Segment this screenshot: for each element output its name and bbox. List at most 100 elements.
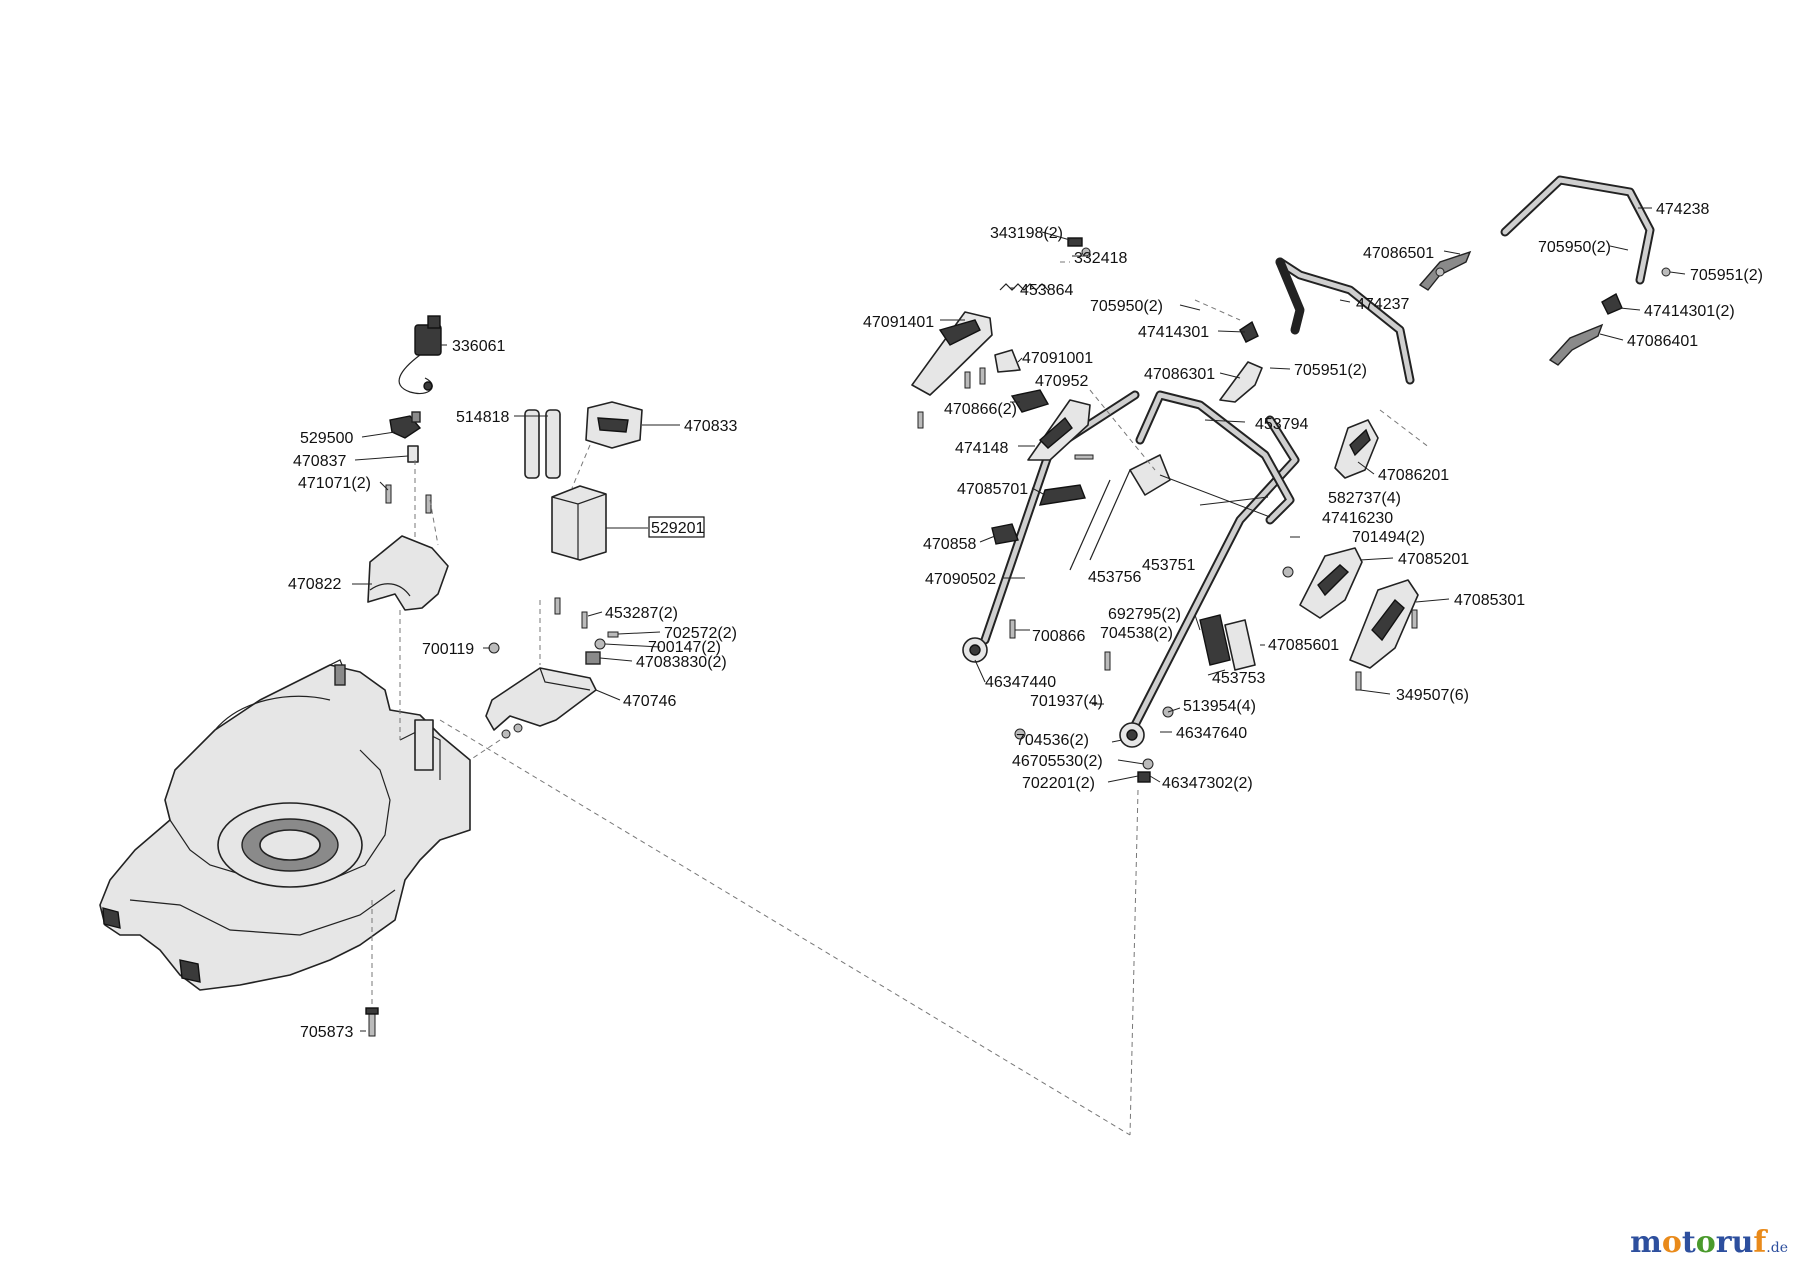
part-label: 702201(2) [1022, 775, 1095, 792]
lever-47086201 [1334, 419, 1379, 479]
part-label: 474238 [1656, 201, 1709, 218]
pin-343198 [1067, 237, 1091, 257]
part-label: 46347640 [1176, 725, 1247, 742]
cover-47085201 [1299, 547, 1363, 619]
cover-47085301 [1349, 579, 1419, 691]
part-label: 453753 [1212, 670, 1265, 687]
boxed-label-frame [648, 516, 705, 538]
knob-470866 [1010, 389, 1050, 413]
bracket-47086301 [1219, 361, 1263, 403]
part-label: 47086301 [1144, 366, 1215, 383]
part-label: 336061 [452, 338, 505, 355]
small-hardware-group [488, 597, 619, 665]
part-label: 474148 [955, 440, 1008, 457]
screws-471071 [385, 484, 432, 514]
part-label: 470837 [293, 453, 346, 470]
part-label: 705951(2) [1294, 362, 1367, 379]
leader-lines [352, 207, 1686, 1032]
part-label: 47414301(2) [1644, 303, 1735, 320]
part-label: 529201 [651, 520, 704, 537]
part-label: 47416230 [1322, 510, 1393, 527]
clip-47091001 [994, 349, 1021, 373]
lever-47086501 [1418, 250, 1472, 291]
part-label: 47085201 [1398, 551, 1469, 568]
rods-453756-453751 [1069, 454, 1171, 571]
part-label: 471071(2) [298, 475, 371, 492]
part-label: 702572(2) [664, 625, 737, 642]
part-label: 46705530(2) [1012, 753, 1103, 770]
clip-47414301 [1239, 320, 1259, 343]
part-label: 470746 [623, 693, 676, 710]
part-label: 470822 [288, 576, 341, 593]
part-label: 514818 [456, 409, 509, 426]
part-label: 453794 [1255, 416, 1308, 433]
part-label: 470833 [684, 418, 737, 435]
part-label: 705950(2) [1538, 239, 1611, 256]
wm-letter: o [1695, 1225, 1716, 1260]
part-label: 46347440 [985, 674, 1056, 691]
spring-453864 [999, 283, 1049, 291]
part-label: 705873 [300, 1024, 353, 1041]
part-label: 47091401 [863, 314, 934, 331]
strap-514818 [524, 409, 561, 479]
tube-right [1119, 415, 1300, 748]
panel-47091401 [911, 311, 993, 429]
grip-474237 [1275, 257, 1415, 385]
part-label: 705951(2) [1690, 267, 1763, 284]
part-label: 529500 [300, 430, 353, 447]
part-label: 47086201 [1378, 467, 1449, 484]
grip-47085701 [1038, 484, 1086, 506]
part-label: 47414301 [1138, 324, 1209, 341]
small-hardware-right [1009, 267, 1671, 783]
part-label: 582737(4) [1328, 490, 1401, 507]
grip-47085601 [1224, 619, 1256, 671]
wm-letter: f [1753, 1225, 1767, 1260]
part-label: 692795(2) [1108, 606, 1181, 623]
handle-453794 [1135, 390, 1295, 525]
part-label: 704538(2) [1100, 625, 1173, 642]
part-label: 47091001 [1022, 350, 1093, 367]
screw-705873 [365, 1007, 379, 1037]
wm-letter: r [1715, 1225, 1732, 1260]
lever-474148 [1027, 399, 1094, 461]
wm-letter: o [1661, 1225, 1682, 1260]
sleeve-470837 [407, 445, 419, 463]
part-label: 705950(2) [1090, 298, 1163, 315]
battery-529201 [551, 485, 607, 561]
key-529500 [389, 411, 422, 439]
part-label: 343198(2) [990, 225, 1063, 242]
part-label: 47085601 [1268, 637, 1339, 654]
part-label: 474237 [1356, 296, 1409, 313]
bracket-470746 [485, 667, 597, 739]
sleeve-453753 [1199, 614, 1231, 666]
part-label: 47083830(2) [636, 654, 727, 671]
part-label: 47090502 [925, 571, 996, 588]
part-label: 46347302(2) [1162, 775, 1253, 792]
part-labels: 343198(2) 332418 453864 47091401 4709100… [288, 201, 1763, 1041]
part-label: 470866(2) [944, 401, 1017, 418]
part-label: 453756 [1088, 569, 1141, 586]
part-label: 453864 [1020, 282, 1073, 299]
part-label: 47085701 [957, 481, 1028, 498]
part-label: 701494(2) [1352, 529, 1425, 546]
mower-deck [99, 659, 471, 991]
part-label: 513954(4) [1183, 698, 1256, 715]
wm-letter: u [1731, 1225, 1754, 1260]
part-label: 453287(2) [605, 605, 678, 622]
charger-336061 [398, 315, 442, 395]
part-label: 704536(2) [1016, 732, 1089, 749]
part-label: 47086401 [1627, 333, 1698, 350]
wm-tld: .de [1766, 1240, 1788, 1256]
wm-letter: t [1681, 1225, 1696, 1260]
part-label: 700866 [1032, 628, 1085, 645]
part-label: 700119 [422, 641, 474, 658]
cover-470833 [585, 401, 643, 449]
part-label: 470858 [923, 536, 976, 553]
part-label: 47086501 [1363, 245, 1434, 262]
part-label: 453751 [1142, 557, 1195, 574]
knob-470858 [991, 523, 1019, 545]
motoruf-watermark-logo: motoruf.de [1630, 1225, 1788, 1260]
grip-474238 [1500, 175, 1655, 285]
clip-47414301b [1601, 293, 1623, 315]
